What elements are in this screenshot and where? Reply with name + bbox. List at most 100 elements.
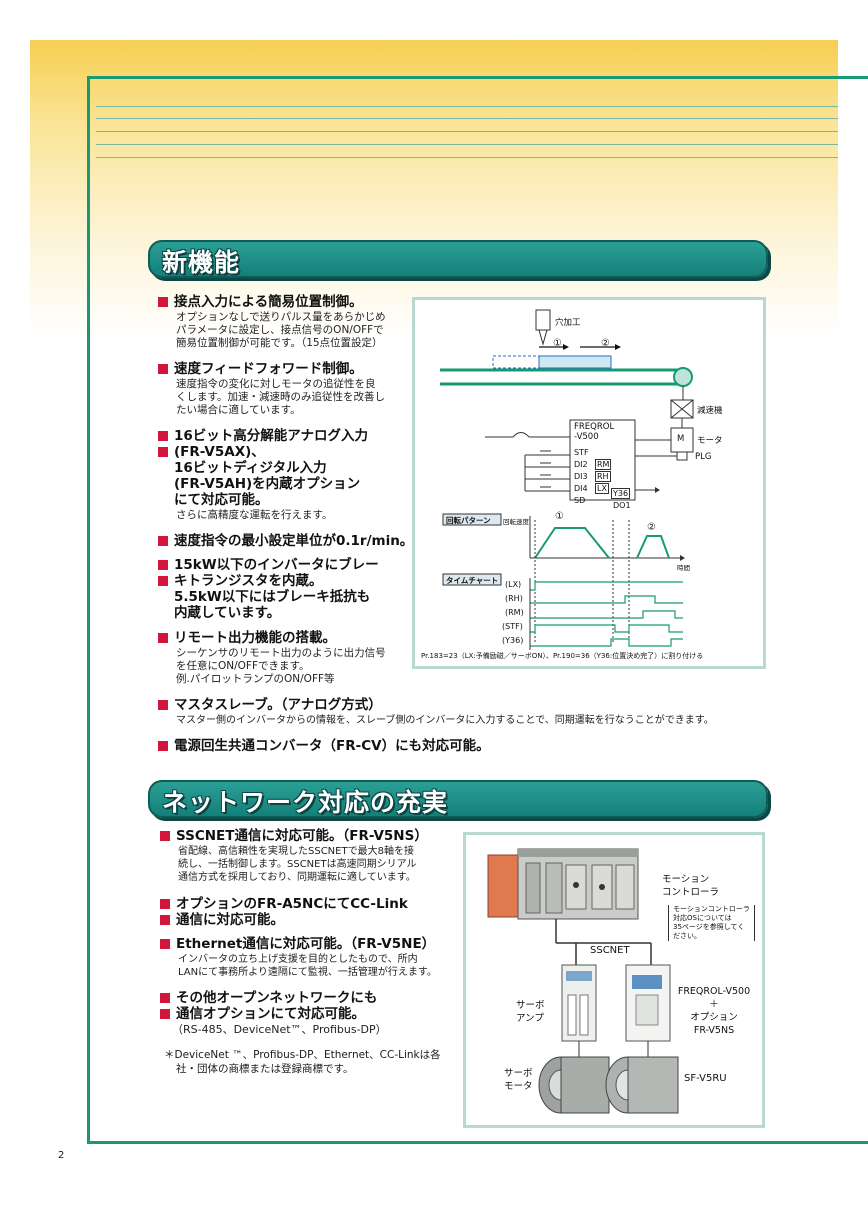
output-y36: Y36 xyxy=(611,488,631,499)
inverter-model: -V500 xyxy=(574,432,599,442)
section-banner-network: ネットワーク対応の充実 xyxy=(148,780,768,818)
motor-label: モータ xyxy=(697,436,723,446)
time-axis-label: 時間 xyxy=(677,564,690,572)
body-line: パラメータに設定し、接点信号のON/OFFで xyxy=(176,324,384,336)
motion-controller-label: モーション コントローラ xyxy=(662,873,719,899)
body-line: 速度指令の変化に対しモータの追従性を良 xyxy=(176,378,376,390)
feature-body: シーケンサのリモート出力のように出力信号 を任意にON/OFFできます。 例.パ… xyxy=(158,647,418,686)
body-line: シーケンサのリモート出力のように出力信号 xyxy=(176,647,386,659)
feature-heading: 接点入力による簡易位置制御。 xyxy=(158,294,418,310)
feature-item: リモート出力機能の搭載。 シーケンサのリモート出力のように出力信号 を任意にON… xyxy=(158,630,418,686)
signal-label: (STF) xyxy=(502,622,523,631)
signal-stf xyxy=(530,624,683,633)
body-line: さらに高精度な運転を行えます。 xyxy=(176,509,333,521)
func-lx: LX xyxy=(595,483,609,494)
servo-amp-label: サーボ アンプ xyxy=(516,999,545,1025)
feature-item: オプションのFR-A5NCにてCC-Link 通信に対応可能。 xyxy=(160,896,460,928)
heading-line: キトランジスタを内蔵。 xyxy=(174,573,323,589)
note-line: 35ページを参照してく xyxy=(673,923,745,931)
feature-heading: 速度指令の最小設定単位が0.1r/min。 xyxy=(158,533,418,549)
heading-line: 内蔵しています。 xyxy=(174,605,281,621)
label-line: サーボ xyxy=(504,1068,533,1079)
note-line: ＊DeviceNet ™、Profibus-DP、Ethernet、CC-Lin… xyxy=(164,1049,441,1061)
body-line: 続し、一括制御します。SSCNETは高速同期シリアル xyxy=(178,859,417,870)
signal-label: (RH) xyxy=(505,594,523,603)
body-line: たい場合に適しています。 xyxy=(176,404,301,416)
feature-heading: オプションのFR-A5NCにてCC-Link xyxy=(160,896,460,912)
label-line: FR-V5NS xyxy=(693,1025,735,1036)
servo-motor-label: サーボ モータ xyxy=(504,1067,533,1093)
header-rule xyxy=(96,106,838,107)
pattern-tag-label: 回転パターン xyxy=(446,516,491,525)
feature-item: 電源回生共通コンバータ（FR-CV）にも対応可能。 xyxy=(158,738,778,754)
terminal-di4: DI4 xyxy=(574,484,588,493)
feature-heading-cont: キトランジスタを内蔵。 5.5kW以下にはブレーキ抵抗も 内蔵しています。 xyxy=(158,573,418,621)
drill-label: 穴加工 xyxy=(555,318,581,328)
parameter-note: Pr.183=23（LX:予備励磁／サーボON）、Pr.190=36（Y36:位… xyxy=(421,652,704,660)
output-do1: DO1 xyxy=(613,501,631,510)
label-line: モータ xyxy=(504,1081,533,1092)
section-title: ネットワーク対応の充実 xyxy=(162,788,449,817)
network-diagram: モーション コントローラ モーションコントローラ 対応OSについては 35ページ… xyxy=(463,832,765,1128)
pulley-icon xyxy=(673,367,693,387)
note-line: ださい。 xyxy=(673,932,701,940)
body-line: 通信方式を採用しており、同期運転に適しています。 xyxy=(178,872,416,883)
signal-label: (LX) xyxy=(505,580,522,589)
network-drawing xyxy=(487,848,679,1114)
signal-lx xyxy=(530,581,683,591)
speed-profile-1 xyxy=(534,527,610,559)
note-line: モーションコントローラ xyxy=(673,905,750,913)
feature-item: マスタスレーブ。（アナログ方式） マスター側のインバータからの情報を、スレーブ側… xyxy=(158,697,778,727)
pattern-pos1: ① xyxy=(555,511,564,522)
signal-y36 xyxy=(530,638,683,647)
feature-heading-cont: 通信に対応可能。 xyxy=(160,912,460,928)
feature-body: インバータの立ち上げ支援を目的としたもので、所内 LANにて事務所より遠隔にて監… xyxy=(160,953,460,979)
feature-heading: 16ビット高分解能アナログ入力 xyxy=(158,428,418,444)
header-rule xyxy=(96,118,838,119)
body-line: 省配線、高信頼性を実現したSSCNETで最大8軸を接 xyxy=(178,846,414,857)
motor-model-label: SF-V5RU xyxy=(684,1073,727,1084)
body-line: マスター側のインバータからの情報を、スレーブ側のインバータに入力することで、同期… xyxy=(176,715,714,726)
timechart-tag xyxy=(442,573,502,586)
inverter-name: FREQROL xyxy=(574,422,615,432)
feature-item: その他オープンネットワークにも 通信オプションにて対応可能。 （RS-485、D… xyxy=(160,990,460,1036)
feature-heading: Ethernet通信に対応可能。（FR-V5NE） xyxy=(160,936,460,952)
plg-icon xyxy=(676,451,688,461)
terminal-di3: DI3 xyxy=(574,472,588,481)
page-frame xyxy=(87,76,868,1144)
label-line: ＋ xyxy=(709,999,719,1010)
feature-body: さらに高精度な運転を行えます。 xyxy=(158,509,418,522)
feature-body: オプションなしで送りパルス量をあらかじめ パラメータに設定し、接点信号のON/O… xyxy=(158,311,418,350)
heading-line: (FR-V5AX)、 xyxy=(174,444,265,460)
feature-item: 15kW以下のインバータにブレー キトランジスタを内蔵。 5.5kW以下にはブレ… xyxy=(158,557,418,621)
feature-item: Ethernet通信に対応可能。（FR-V5NE） インバータの立ち上げ支援を目… xyxy=(160,936,460,979)
header-rule xyxy=(96,157,838,158)
position-2-label: ② xyxy=(601,338,610,349)
sscnet-label: SSCNET xyxy=(590,945,630,956)
feature-heading-cont: 通信オプションにて対応可能。 xyxy=(160,1006,460,1022)
feature-heading: 速度フィードフォワード制御。 xyxy=(158,361,418,377)
signal-rh xyxy=(530,595,683,604)
header-gradient xyxy=(30,40,838,340)
terminal-stf: STF xyxy=(574,448,589,457)
heading-line: 16ビットディジタル入力 xyxy=(174,460,327,476)
func-rh: RH xyxy=(595,471,611,482)
position-1-label: ① xyxy=(553,338,562,349)
label-line: サーボ xyxy=(516,1000,545,1011)
header-rule xyxy=(96,144,838,145)
terminal-sd: SD xyxy=(574,496,586,505)
workpiece-end xyxy=(538,355,612,369)
feature-item: 速度指令の最小設定単位が0.1r/min。 xyxy=(158,533,418,549)
page-number: 2 xyxy=(58,1150,65,1161)
signal-label: (Y36) xyxy=(502,636,524,645)
heading-line: 通信オプションにて対応可能。 xyxy=(176,1006,365,1022)
feature-heading: マスタスレーブ。（アナログ方式） xyxy=(158,697,778,713)
body-line: オプションなしで送りパルス量をあらかじめ xyxy=(176,311,386,323)
feature-item: 16ビット高分解能アナログ入力 (FR-V5AX)、 16ビットディジタル入力 … xyxy=(158,428,418,522)
inverter-box xyxy=(569,419,636,501)
power-module-icon xyxy=(487,854,519,918)
feature-body: 省配線、高信頼性を実現したSSCNETで最大8軸を接 続し、一括制御します。SS… xyxy=(160,845,460,884)
timechart-tag-label: タイムチャート xyxy=(446,576,499,585)
terminal-di2: DI2 xyxy=(574,460,588,469)
motor-box-label: M xyxy=(677,434,685,444)
